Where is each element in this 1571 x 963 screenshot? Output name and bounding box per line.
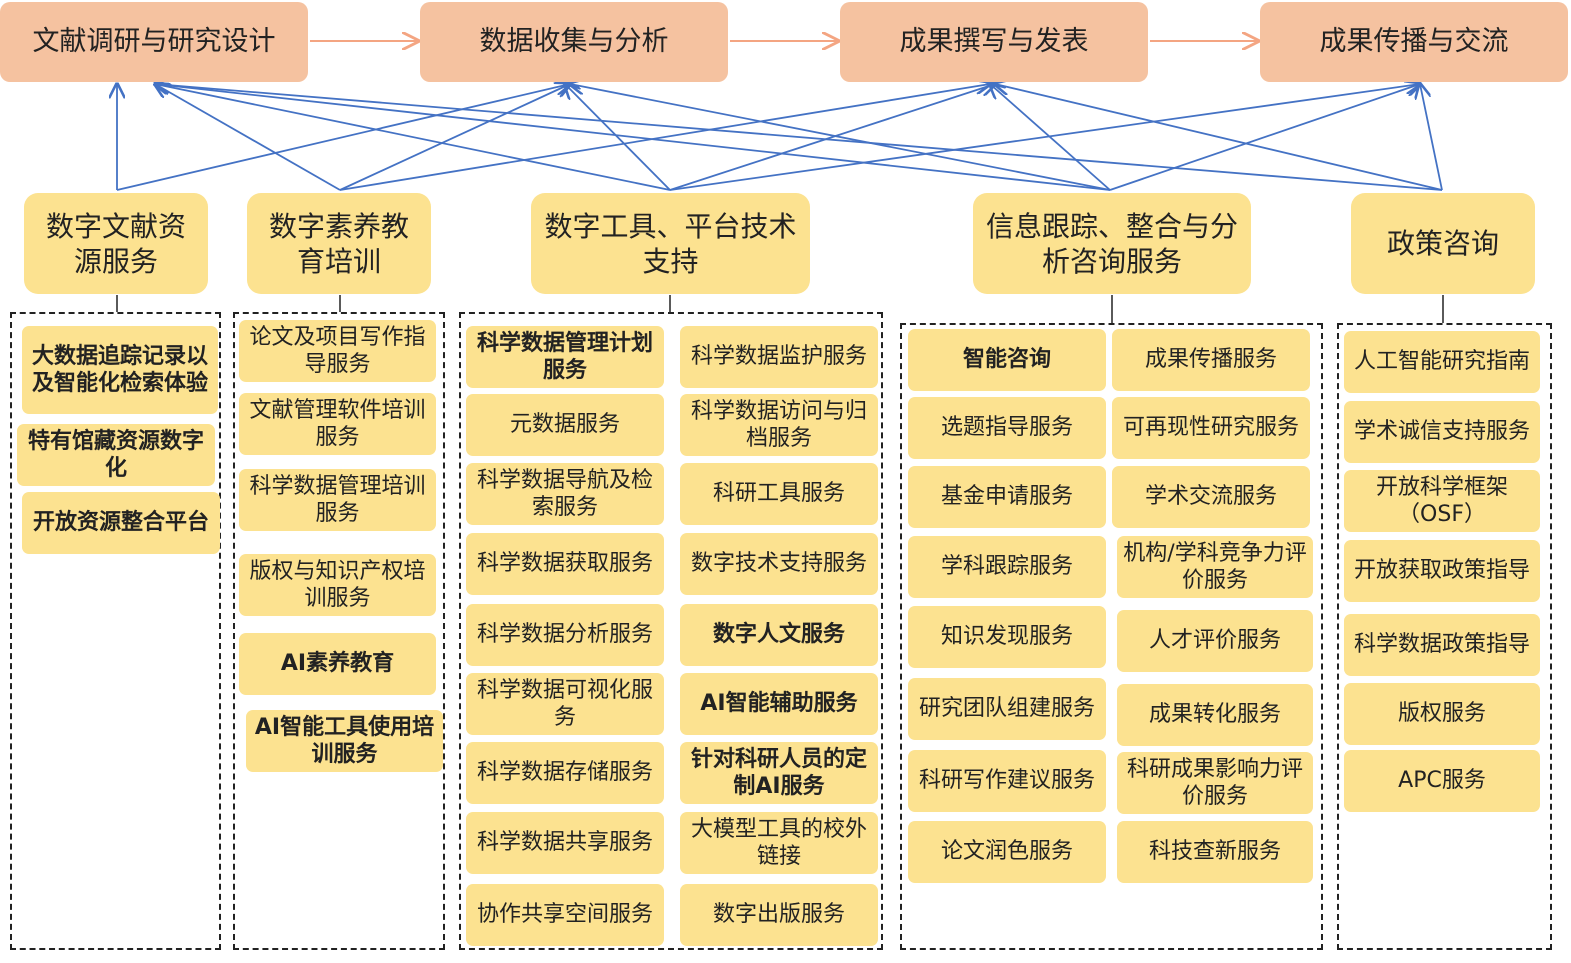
service-item: 针对科研人员的定制AI服务 bbox=[680, 742, 878, 804]
category-info-consulting: 信息跟踪、整合与分析咨询服务 bbox=[973, 193, 1251, 294]
service-item: 文献管理软件培训服务 bbox=[239, 393, 436, 455]
group-info-consulting bbox=[900, 323, 1323, 950]
service-item: 知识发现服务 bbox=[908, 606, 1106, 668]
service-item: 大数据追踪记录以及智能化检索体验 bbox=[22, 326, 218, 414]
service-item: 特有馆藏资源数字化 bbox=[17, 424, 215, 486]
service-item: 版权服务 bbox=[1344, 683, 1540, 745]
service-item: 科研工具服务 bbox=[680, 463, 878, 525]
link-cat2-stage3 bbox=[339, 84, 990, 191]
category-digital-tools: 数字工具、平台技术支持 bbox=[531, 193, 810, 294]
service-item: 智能咨询 bbox=[908, 329, 1106, 391]
service-item: 人才评价服务 bbox=[1117, 610, 1313, 672]
link-cat1-stage2 bbox=[116, 84, 570, 191]
group-digital-resources bbox=[10, 312, 221, 950]
service-item: 成果转化服务 bbox=[1117, 684, 1313, 746]
category-digital-resources: 数字文献资源服务 bbox=[24, 193, 208, 294]
service-item: 基金申请服务 bbox=[908, 466, 1106, 528]
category-digital-literacy: 数字素养教育培训 bbox=[247, 193, 431, 294]
link-cat3-stage1 bbox=[155, 84, 671, 191]
link-cat4-stage1 bbox=[155, 84, 1111, 191]
stage-data-analysis: 数据收集与分析 bbox=[420, 2, 728, 82]
stage-writing-publishing: 成果撰写与发表 bbox=[840, 2, 1148, 82]
service-item: 科学数据访问与归档服务 bbox=[680, 394, 878, 456]
link-cat4-stage4 bbox=[1109, 84, 1420, 191]
link-cat5-stage3 bbox=[995, 84, 1443, 191]
service-item: 学科跟踪服务 bbox=[908, 536, 1106, 598]
stage-dissemination: 成果传播与交流 bbox=[1260, 2, 1568, 82]
service-item: 科研成果影响力评价服务 bbox=[1117, 752, 1313, 814]
service-item: 学术诚信支持服务 bbox=[1344, 401, 1540, 463]
service-item: 数字出版服务 bbox=[680, 884, 878, 946]
service-item: 科研写作建议服务 bbox=[908, 750, 1106, 812]
service-item: 科学数据共享服务 bbox=[466, 812, 664, 874]
service-item: AI素养教育 bbox=[239, 633, 436, 695]
group-digital-literacy bbox=[233, 312, 445, 950]
service-item: 科学数据导航及检索服务 bbox=[466, 463, 664, 525]
service-item: 科学数据政策指导 bbox=[1344, 614, 1540, 676]
service-item: 选题指导服务 bbox=[908, 397, 1106, 459]
link-cat4-stage3 bbox=[990, 84, 1111, 191]
service-item: 协作共享空间服务 bbox=[466, 884, 664, 946]
service-item: 论文及项目写作指导服务 bbox=[239, 320, 436, 382]
category-policy-consulting: 政策咨询 bbox=[1351, 193, 1535, 294]
group-digital-tools bbox=[459, 312, 883, 950]
service-item: 机构/学科竞争力评价服务 bbox=[1117, 536, 1313, 598]
service-item: 开放获取政策指导 bbox=[1344, 540, 1540, 602]
service-item: AI智能工具使用培训服务 bbox=[246, 710, 443, 772]
link-cat2-stage2 bbox=[339, 84, 570, 191]
link-cat4-stage2 bbox=[570, 84, 1111, 191]
service-item: 开放资源整合平台 bbox=[22, 492, 220, 554]
stage-literature-research: 文献调研与研究设计 bbox=[0, 2, 308, 82]
service-item: 科学数据获取服务 bbox=[466, 533, 664, 595]
service-item: 研究团队组建服务 bbox=[908, 678, 1106, 740]
service-item: 人工智能研究指南 bbox=[1344, 331, 1540, 393]
service-item: 版权与知识产权培训服务 bbox=[239, 554, 436, 616]
service-item: 数字技术支持服务 bbox=[680, 533, 878, 595]
service-item: 科学数据分析服务 bbox=[466, 604, 664, 666]
service-item: 科学数据监护服务 bbox=[680, 326, 878, 388]
group-policy-consulting bbox=[1337, 323, 1552, 950]
service-item: 论文润色服务 bbox=[908, 821, 1106, 883]
service-item: 科学数据管理计划服务 bbox=[466, 326, 664, 388]
service-item: AI智能辅助服务 bbox=[680, 673, 878, 735]
service-item: 成果传播服务 bbox=[1112, 329, 1310, 391]
link-cat5-stage1 bbox=[155, 84, 1443, 191]
service-item: 科学数据存储服务 bbox=[466, 742, 664, 804]
service-item: 科学数据管理培训服务 bbox=[239, 469, 436, 531]
service-item: 科学数据可视化服务 bbox=[466, 673, 664, 735]
service-item: 数字人文服务 bbox=[680, 604, 878, 666]
service-item: 元数据服务 bbox=[466, 394, 664, 456]
service-item: 学术交流服务 bbox=[1112, 466, 1310, 528]
link-cat3-stage4 bbox=[669, 84, 1420, 191]
link-cat2-stage1 bbox=[155, 84, 341, 191]
service-item: 科技查新服务 bbox=[1117, 821, 1313, 883]
link-cat5-stage4 bbox=[1420, 84, 1443, 191]
service-item: APC服务 bbox=[1344, 750, 1540, 812]
service-item: 可再现性研究服务 bbox=[1112, 397, 1310, 459]
service-item: 大模型工具的校外链接 bbox=[680, 812, 878, 874]
link-cat3-stage2 bbox=[565, 84, 671, 191]
service-item: 开放科学框架（OSF） bbox=[1344, 470, 1540, 532]
link-cat3-stage3 bbox=[669, 84, 995, 191]
